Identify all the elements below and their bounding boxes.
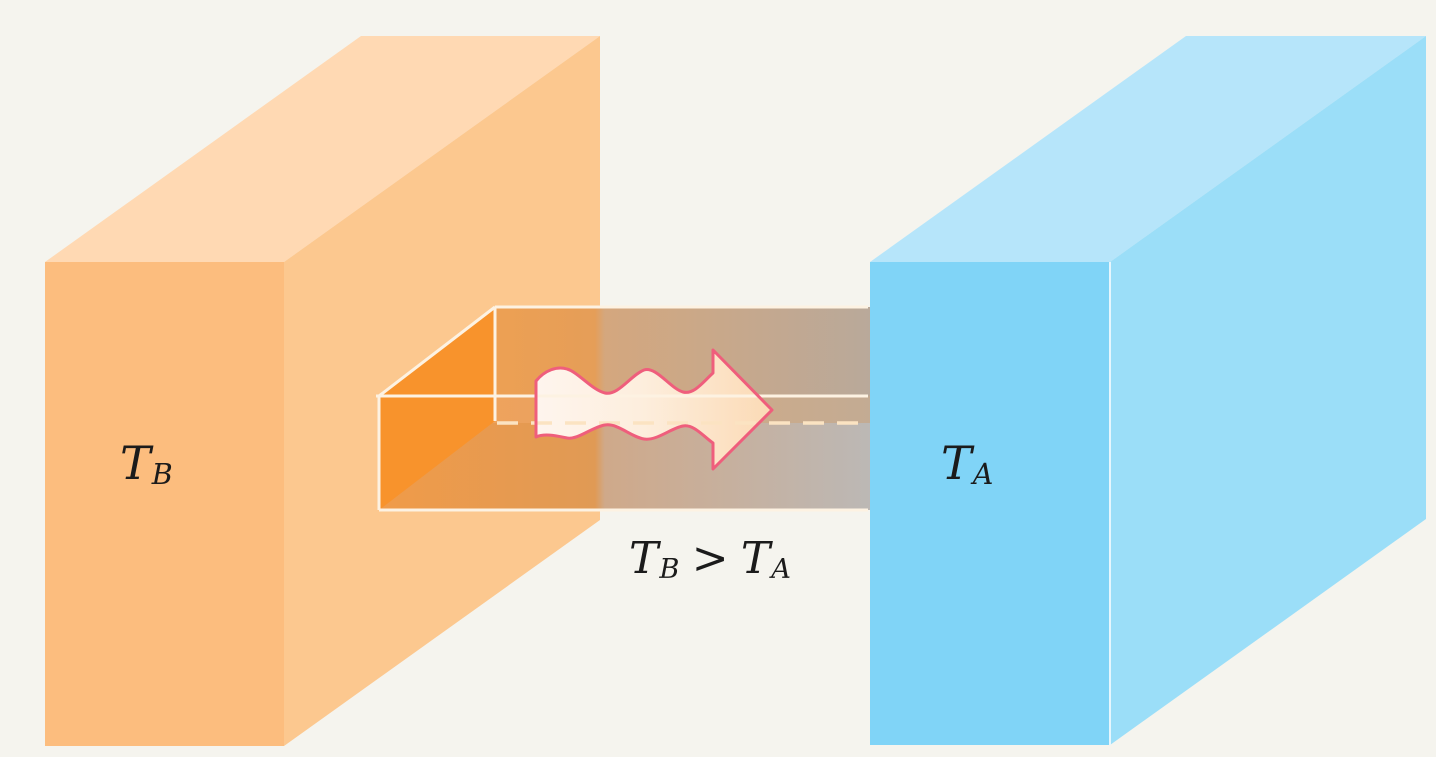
hot-block-label: TB: [120, 440, 173, 489]
cold-label-subscript: A: [972, 458, 994, 492]
relation-operator: >: [691, 533, 729, 584]
heat-flow-arrow-outline: [534, 348, 774, 471]
conducting-rod: [379, 307, 870, 510]
rod-top-face: [379, 307, 870, 396]
cold-block-front-face: [870, 262, 1110, 745]
relation-rhs: T: [740, 533, 771, 584]
relation-lhs: T: [629, 533, 659, 584]
cold-block: [870, 36, 1426, 745]
cold-block-side-face: [1110, 36, 1426, 745]
hot-label-symbol: T: [120, 436, 151, 490]
rod-outlines: [376, 305, 868, 512]
hot-label-subscript: B: [151, 458, 173, 492]
hole-end-wall: [379, 307, 495, 510]
hot-block-top-face: [45, 36, 600, 262]
relation-lhs-subscript: B: [659, 553, 680, 585]
cold-block-label: TA: [941, 440, 993, 489]
temperature-relation-label: TB>TA: [590, 537, 830, 584]
heat-flow-arrow-fill: [536, 350, 772, 469]
rod-top-left-depth-edge: [378, 305, 496, 398]
relation-rhs-subscript: A: [771, 553, 791, 585]
hot-block-front-face: [45, 262, 284, 746]
cold-label-symbol: T: [941, 436, 972, 490]
cold-block-top-face: [870, 36, 1426, 262]
